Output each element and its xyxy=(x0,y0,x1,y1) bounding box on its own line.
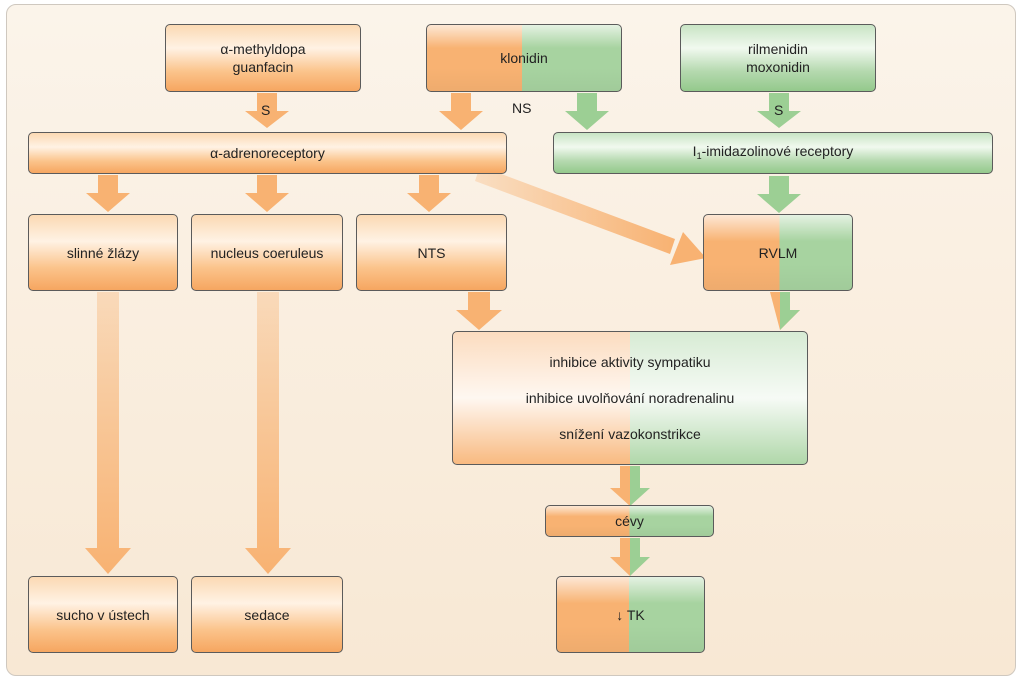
vessels-box: cévy xyxy=(545,505,714,537)
alpha-methyldopa-label: α-methyldopa xyxy=(220,41,306,57)
sedation-box: sedace xyxy=(191,576,343,653)
arrow-alpha-to-rvlm-head xyxy=(670,232,706,265)
selectivity-s-right: S xyxy=(774,102,784,118)
alpha-adrenoreceptors-box: α-adrenoreceptory xyxy=(28,132,507,174)
clonidine-box: klonidin xyxy=(426,24,622,92)
arrow-rilmenidin-to-imidazoline xyxy=(757,93,801,128)
arrow-clonidine-to-imidazoline xyxy=(565,93,609,130)
nucleus-coeruleus-box: nucleus coeruleus xyxy=(191,214,343,291)
arrow-alpha-to-salivary xyxy=(86,175,130,212)
selectivity-s-left: S xyxy=(261,102,271,118)
dry-mouth-label: sucho v ústech xyxy=(56,606,150,623)
rvlm-label: RVLM xyxy=(758,244,798,261)
imidazoline-receptors-label: I1-imidazolinové receptory xyxy=(692,142,854,161)
effects-box: inhibice aktivity sympatiku inhibice uvo… xyxy=(452,331,808,465)
moxonidin-label: moxonidin xyxy=(746,59,810,75)
effect-inhibit-sympathetic: inhibice aktivity sympatiku xyxy=(549,354,711,370)
guanfacin-label: guanfacin xyxy=(232,59,294,75)
blood-pressure-box: ↓ TK xyxy=(556,576,705,653)
rilmenidin-label: rilmenidin xyxy=(748,41,808,57)
arrow-alpha-drugs-to-receptors xyxy=(245,93,289,128)
rilmenidin-moxonidin-box: rilmenidin moxonidin xyxy=(680,24,876,92)
arrow-nts-to-effects xyxy=(456,292,502,330)
imidazoline-receptors-box: I1-imidazolinové receptory xyxy=(553,132,993,174)
alpha-adrenoreceptors-label: α-adrenoreceptory xyxy=(210,145,325,161)
clonidine-label: klonidin xyxy=(500,50,548,66)
arrow-alpha-to-rvlm xyxy=(475,166,675,254)
arrow-alpha-to-locus xyxy=(245,175,289,212)
arrow-salivary-to-dry-mouth xyxy=(85,292,131,574)
selectivity-ns: NS xyxy=(512,100,532,116)
effect-reduced-vasoconstriction: snížení vazokonstrikce xyxy=(559,426,701,442)
arrow-clonidine-to-alpha xyxy=(439,93,483,130)
nts-label: NTS xyxy=(417,244,446,261)
blood-pressure-label: ↓ TK xyxy=(616,606,645,623)
effect-inhibit-noradrenaline: inhibice uvolňování noradrenalinu xyxy=(525,390,735,406)
arrow-imidazoline-to-rvlm xyxy=(757,176,801,213)
arrow-alpha-to-nts xyxy=(407,175,451,212)
nucleus-coeruleus-label: nucleus coeruleus xyxy=(210,244,324,261)
sedation-label: sedace xyxy=(244,606,290,623)
dry-mouth-box: sucho v ústech xyxy=(28,576,178,653)
arrow-locus-to-sedation xyxy=(245,292,291,574)
rvlm-box: RVLM xyxy=(703,214,853,291)
salivary-glands-box: slinné žlázy xyxy=(28,214,178,291)
alpha-methyldopa-guanfacin-box: α-methyldopa guanfacin xyxy=(165,24,361,92)
vessels-label: cévy xyxy=(615,513,644,529)
salivary-glands-label: slinné žlázy xyxy=(66,244,140,261)
nts-box: NTS xyxy=(356,214,507,291)
